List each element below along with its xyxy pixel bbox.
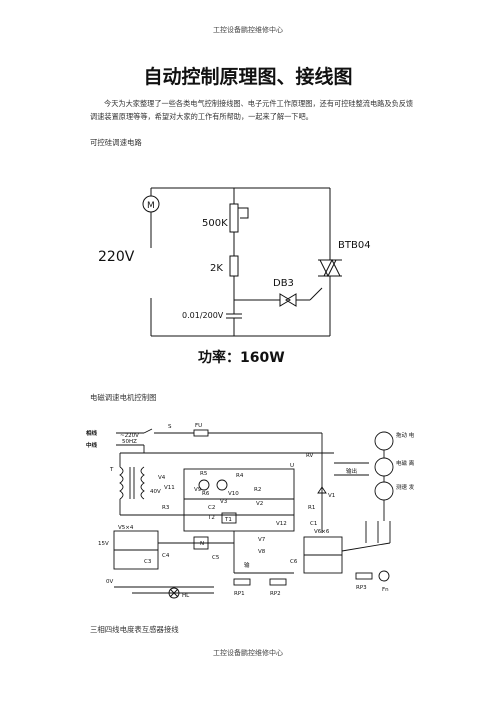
- v9-label: V9: [194, 487, 202, 493]
- r1-label: R1: [308, 505, 315, 511]
- r2-label: R2: [254, 487, 261, 493]
- output-label: 输出: [346, 467, 357, 475]
- intro-paragraph: 今天为大家整理了一些各类电气控制接线图、电子元件工作原理图，还有可控硅整流电路及…: [90, 99, 414, 121]
- capacitor-label: 0.01/200V: [182, 311, 224, 320]
- v11-label: V11: [164, 485, 175, 491]
- freq-label: 50HZ: [122, 439, 137, 445]
- c2-label: C2: [208, 505, 215, 511]
- n-label: N: [200, 541, 204, 547]
- v15-label: 15V: [98, 541, 109, 547]
- em-speed-motor-control-diagram: 相线 中线 ~220V 50HZ S FU T V4 40V V11 R3 R5…: [86, 423, 414, 599]
- v2-label: V2: [256, 501, 263, 507]
- triac-label: BTB04: [338, 240, 371, 251]
- rp2-label: RP2: [270, 591, 281, 597]
- t2-label: T2: [207, 515, 215, 521]
- c3-label: C3: [144, 559, 152, 565]
- switch-label: S: [168, 424, 172, 430]
- c6-label: C6: [290, 559, 298, 565]
- v7-label: V7: [258, 537, 266, 543]
- v40-label: 40V: [150, 489, 161, 495]
- v1-label: V1: [328, 493, 335, 499]
- v5x4-label: V5×4: [118, 525, 134, 531]
- v8-label: V8: [258, 549, 266, 555]
- rp1-label: RP1: [234, 591, 245, 597]
- v12-label: V12: [276, 521, 287, 527]
- u-label: U: [290, 463, 294, 469]
- r3-label: R3: [162, 505, 170, 511]
- clutch-label: 电磁 离合器: [396, 459, 414, 467]
- section-heading-em-speed: 电磁调速电机控制图: [90, 393, 157, 402]
- rp3-label: RP3: [356, 585, 367, 591]
- page-title: 自动控制原理图、接线图: [143, 66, 353, 88]
- input-label: 输: [244, 561, 250, 569]
- c4-label: C4: [162, 553, 170, 559]
- t1-label: T1: [224, 517, 232, 523]
- transformer-label: T: [109, 467, 114, 473]
- v6x6-label: V6×6: [314, 529, 330, 535]
- neutral-label: 中线: [86, 441, 98, 449]
- motor-label: M: [147, 201, 155, 211]
- zero-v-label: 0V: [106, 579, 113, 585]
- scr-speed-circuit-diagram: M 220V 500K 2K DB3 BTB04 0.01/200V 功率：16…: [98, 187, 371, 366]
- c5-label: C5: [212, 555, 220, 561]
- page-footer: 工控设备鹏控维修中心: [213, 649, 283, 657]
- resistor-label: 2K: [210, 263, 223, 274]
- tacho-label: 测速 发电机: [396, 483, 414, 491]
- fuse-label: FU: [195, 423, 202, 429]
- v4-label: V4: [158, 475, 166, 481]
- lamp-label: HL: [182, 593, 190, 599]
- section-heading-scr-speed: 可控硅调速电路: [90, 138, 142, 147]
- r4-label: R4: [236, 473, 244, 479]
- voltage-label: 220V: [98, 249, 135, 265]
- page-header: 工控设备鹏控维修中心: [213, 26, 283, 34]
- v3-label: V3: [220, 499, 228, 505]
- c1-label: C1: [310, 521, 317, 527]
- power-label: 功率：160W: [198, 349, 285, 366]
- v10-label: V10: [228, 491, 239, 497]
- fn-label: Fn: [382, 587, 389, 593]
- rv-label: RV: [306, 453, 314, 459]
- diac-label: DB3: [273, 278, 294, 289]
- phase-label: 相线: [86, 429, 98, 437]
- section-heading-three-phase: 三相四线电度表互感器接线: [90, 625, 179, 634]
- drag-motor-label: 拖动 电机: [396, 431, 414, 439]
- r5-label: R5: [200, 471, 208, 477]
- r6-label: R6: [202, 491, 210, 497]
- pot-label: 500K: [202, 218, 228, 229]
- supply-label: ~220V: [120, 433, 139, 439]
